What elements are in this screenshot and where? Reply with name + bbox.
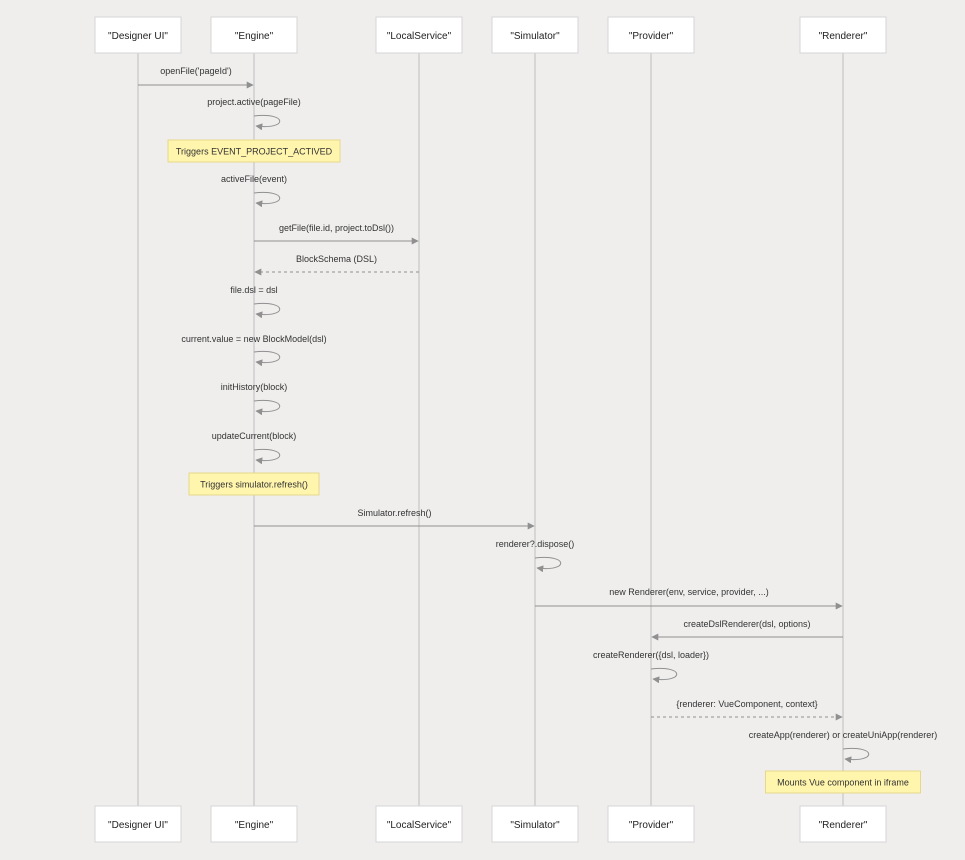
note: Mounts Vue component in iframe: [765, 770, 921, 794]
actor-provider-top: "Provider": [607, 16, 695, 54]
message-label: current.value = new BlockModel(dsl): [181, 334, 326, 344]
self-arrow: [253, 399, 281, 416]
actor-box: [375, 16, 463, 54]
self-arrow: [534, 556, 562, 573]
actor-provider-bottom: "Provider": [607, 805, 695, 843]
self-arrow: [650, 667, 678, 684]
actor-box: [607, 16, 695, 54]
actor-label: "Simulator": [510, 820, 560, 831]
message: createRenderer({dsl, loader}): [593, 650, 709, 684]
message-label: new Renderer(env, service, provider, ...…: [609, 587, 768, 597]
self-arrow: [253, 191, 281, 208]
actor-label: "Provider": [629, 820, 674, 831]
actor-box: [607, 805, 695, 843]
actor-label: "Provider": [629, 31, 674, 42]
actor-sim-top: "Simulator": [491, 16, 579, 54]
actor-sim-bottom: "Simulator": [491, 805, 579, 843]
actor-renderer-bottom: "Renderer": [799, 805, 887, 843]
actor-box: [491, 805, 579, 843]
actor-label: "Renderer": [819, 820, 868, 831]
self-arrow: [253, 350, 281, 367]
message: current.value = new BlockModel(dsl): [181, 334, 327, 367]
note-text: Mounts Vue component in iframe: [777, 778, 909, 788]
message-label: renderer?.dispose(): [496, 539, 575, 549]
note: Triggers EVENT_PROJECT_ACTIVED: [167, 139, 341, 163]
message: updateCurrent(block): [212, 431, 297, 465]
message-label: project.active(pageFile): [207, 97, 301, 107]
actor-local-bottom: "LocalService": [375, 805, 463, 843]
message: file.dsl = dsl: [230, 285, 281, 319]
self-arrow: [842, 747, 870, 764]
message-label: createApp(renderer) or createUniApp(rend…: [749, 730, 938, 740]
actor-local-top: "LocalService": [375, 16, 463, 54]
actor-label: "Engine": [235, 31, 274, 42]
actor-label: "Designer UI": [108, 820, 168, 831]
message: new Renderer(env, service, provider, ...…: [535, 587, 843, 610]
message: openFile('pageId'): [138, 66, 254, 89]
message-label: createDslRenderer(dsl, options): [683, 619, 810, 629]
actor-box: [210, 16, 298, 54]
message-label: updateCurrent(block): [212, 431, 297, 441]
message: initHistory(block): [221, 382, 288, 416]
actor-label: "Engine": [235, 820, 274, 831]
self-arrow: [253, 114, 281, 131]
message-label: activeFile(event): [221, 174, 287, 184]
message: createApp(renderer) or createUniApp(rend…: [749, 730, 938, 764]
actor-box: [94, 16, 182, 54]
message: Simulator.refresh(): [254, 508, 535, 530]
message-label: getFile(file.id, project.toDsl()): [279, 223, 394, 233]
message: getFile(file.id, project.toDsl()): [254, 223, 419, 245]
message: createDslRenderer(dsl, options): [651, 619, 843, 641]
message-label: BlockSchema (DSL): [296, 254, 377, 264]
actor-box: [799, 16, 887, 54]
actor-designer-top: "Designer UI": [94, 16, 182, 54]
message: activeFile(event): [221, 174, 287, 208]
actor-label: "LocalService": [387, 820, 452, 831]
actor-box: [210, 805, 298, 843]
message-label: createRenderer({dsl, loader}): [593, 650, 709, 660]
actor-engine-bottom: "Engine": [210, 805, 298, 843]
note-box: [167, 139, 341, 163]
message: renderer?.dispose(): [496, 539, 575, 573]
actor-box: [375, 805, 463, 843]
actor-box: [799, 805, 887, 843]
note-box: [765, 770, 921, 794]
message-label: file.dsl = dsl: [230, 285, 277, 295]
self-arrow: [253, 302, 281, 319]
message: project.active(pageFile): [207, 97, 301, 131]
message: {renderer: VueComponent, context}: [651, 699, 843, 721]
actor-label: "Designer UI": [108, 31, 168, 42]
self-arrow: [253, 448, 281, 465]
note-text: Triggers simulator.refresh(): [200, 480, 308, 490]
message-label: openFile('pageId'): [160, 66, 231, 76]
actor-label: "Simulator": [510, 31, 560, 42]
message-label: Simulator.refresh(): [357, 508, 431, 518]
actor-box: [94, 805, 182, 843]
message-label: initHistory(block): [221, 382, 288, 392]
actor-box: [491, 16, 579, 54]
note-box: [188, 472, 320, 496]
message-label: {renderer: VueComponent, context}: [676, 699, 817, 709]
actor-renderer-top: "Renderer": [799, 16, 887, 54]
note: Triggers simulator.refresh(): [188, 472, 320, 496]
note-text: Triggers EVENT_PROJECT_ACTIVED: [176, 147, 333, 157]
actor-label: "Renderer": [819, 31, 868, 42]
actor-engine-top: "Engine": [210, 16, 298, 54]
actor-designer-bottom: "Designer UI": [94, 805, 182, 843]
actor-label: "LocalService": [387, 31, 452, 42]
message: BlockSchema (DSL): [254, 254, 419, 276]
